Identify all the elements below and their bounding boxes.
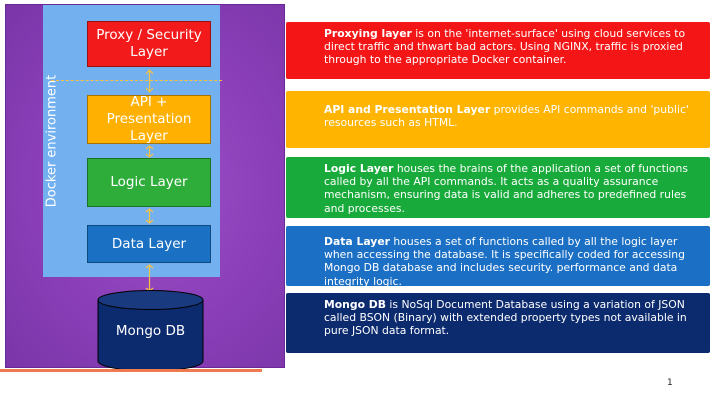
arrow-proxy-api (145, 69, 154, 93)
architecture-panel: Docker environment Proxy / Security Laye… (5, 4, 285, 372)
api-layer-description-text: provides API commands and 'public' resou… (324, 103, 689, 130)
proxy-layer-description-title: Proxying layer (324, 27, 412, 40)
proxy-security-layer-label: Proxy / Security Layer (96, 27, 202, 60)
proxy-layer-description: Proxying layer is on the 'internet-surfa… (286, 22, 710, 79)
arrow-data-db (145, 264, 154, 292)
arrow-logic-data (145, 208, 154, 224)
arrow-api-logic (145, 145, 154, 158)
mongo-db-description-title: Mongo DB (324, 298, 386, 311)
internet-surface-divider (51, 80, 222, 81)
data-layer: Data Layer (87, 225, 211, 263)
mongo-db-description-text: is NoSql Document Database using a varia… (324, 298, 687, 338)
data-layer-description-title: Data Layer (324, 235, 390, 248)
data-layer-description: Data Layer houses a set of functions cal… (286, 226, 710, 288)
accent-underline (0, 369, 262, 372)
data-layer-description-text: houses a set of functions called by all … (324, 235, 685, 288)
docker-environment-label-text: Docker environment (44, 74, 60, 208)
logic-layer-label: Logic Layer (110, 174, 188, 190)
page-number: 1 (667, 378, 673, 388)
logic-layer-description: Logic Layer houses the brains of the app… (286, 157, 710, 218)
mongo-db-label: Mongo DB (115, 323, 186, 339)
api-layer-description-title: API and Presentation Layer (324, 103, 491, 116)
logic-layer: Logic Layer (87, 158, 211, 207)
mongo-db-description: Mongo DB is NoSql Document Database usin… (286, 293, 710, 353)
data-layer-label: Data Layer (111, 235, 187, 252)
api-presentation-layer: API + Presentation Layer (87, 94, 211, 144)
logic-layer-description-title: Logic Layer (324, 162, 394, 175)
api-presentation-layer-label: API + Presentation Layer (106, 94, 192, 144)
docker-environment-label: Docker environment (45, 75, 60, 207)
proxy-security-layer: Proxy / Security Layer (87, 21, 211, 67)
logic-layer-description-text: houses the brains of the application a s… (324, 162, 688, 215)
api-layer-description: API and Presentation Layer provides API … (286, 91, 710, 148)
proxy-layer-description-text: is on the 'internet-surface' using cloud… (324, 27, 686, 67)
